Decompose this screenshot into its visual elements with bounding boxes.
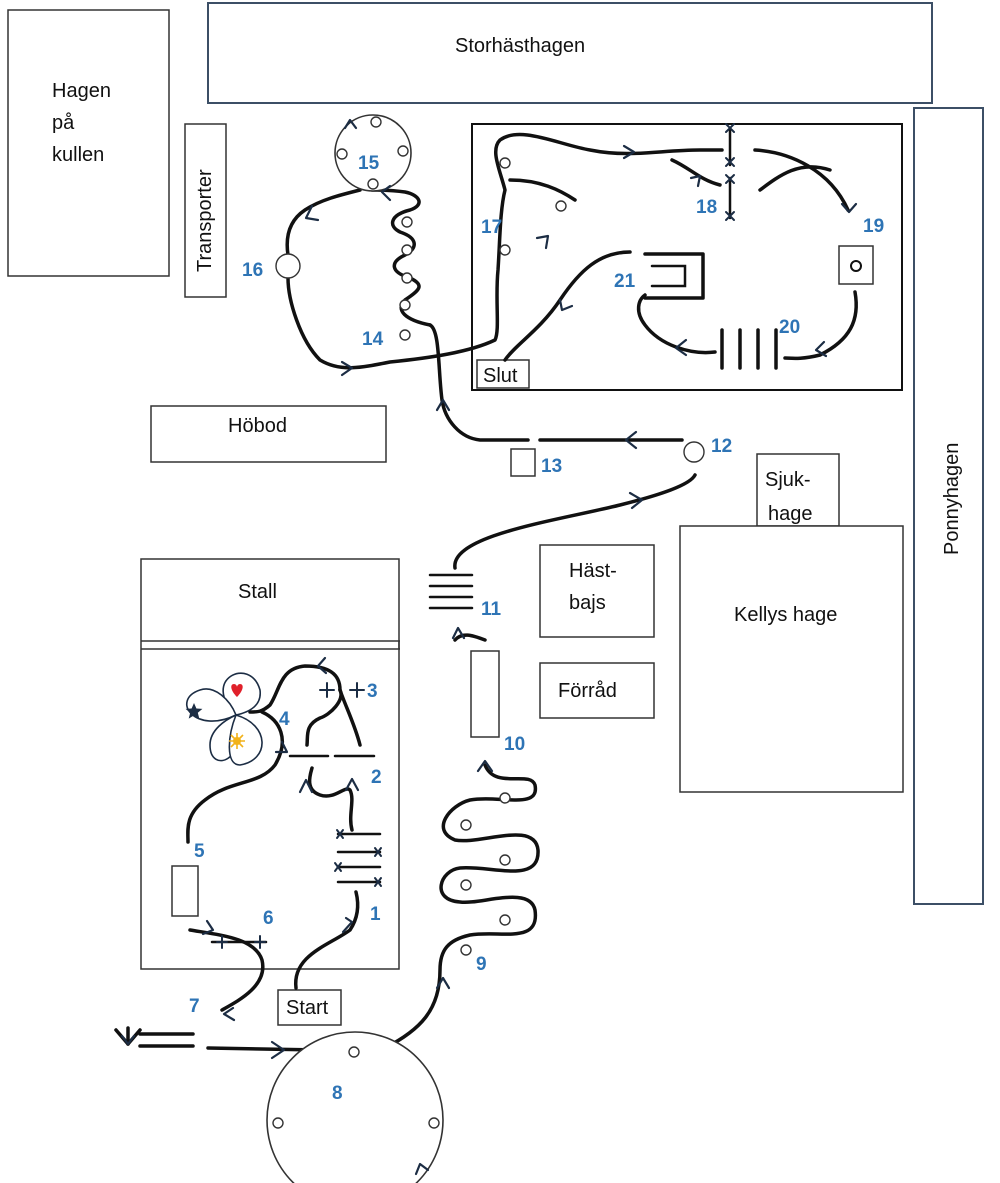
hastbajs: Häst- bajs (539, 544, 655, 638)
station-number: 16 (242, 260, 263, 281)
hagen-pa-kullen: Hagen på kullen (7, 9, 170, 277)
station-number: 12 (711, 436, 732, 457)
obstacle-14-cones (399, 216, 413, 341)
station-number: 11 (481, 599, 502, 620)
station-number: 4 (279, 709, 290, 730)
obstacle-19 (838, 245, 874, 285)
transporter: Transporter (184, 123, 227, 298)
start-label: Start (286, 997, 329, 1019)
station-number: 15 (358, 153, 380, 174)
station-numbers: 1 2 3 4 5 6 7 8 9 10 11 12 13 14 15 16 1… (189, 153, 884, 1104)
station-number: 13 (541, 456, 562, 477)
obstacle-12 (683, 441, 705, 463)
obstacle-9-cones (460, 792, 511, 956)
hobod-label: Höbod (228, 415, 287, 437)
obstacle-13 (510, 448, 536, 477)
hastbajs-label-1: Häst- (569, 560, 617, 582)
hagen-label-2: på (52, 112, 75, 134)
obstacle-21 (643, 252, 705, 300)
kellys-hage: Kellys hage (679, 525, 904, 793)
forrad: Förråd (539, 662, 655, 719)
obstacle-5 (171, 865, 199, 917)
obstacle-15-circle (334, 114, 412, 192)
slut-label: Slut (483, 365, 518, 387)
start-box: Start (277, 989, 342, 1026)
station-number: 10 (504, 734, 525, 755)
station-number: 7 (189, 996, 200, 1017)
obstacle-4-clover (185, 672, 263, 766)
station-number: 8 (332, 1083, 343, 1104)
station-number: 6 (263, 908, 274, 929)
kellys-hage-label: Kellys hage (734, 604, 837, 626)
transporter-label: Transporter (194, 169, 216, 272)
station-number: 17 (481, 217, 502, 238)
slut-box: Slut (476, 359, 530, 389)
station-number: 9 (476, 954, 487, 975)
star-icon (185, 703, 203, 719)
obstacle-10 (470, 650, 500, 738)
heart-icon (231, 684, 243, 697)
direction-arrows (120, 118, 858, 1176)
station-number: 2 (371, 767, 382, 788)
hastbajs-label-2: bajs (569, 592, 606, 614)
obstacle-17-cones (499, 157, 567, 256)
obstacle-3 (319, 682, 365, 698)
station-number: 21 (614, 271, 636, 292)
obstacle-6 (210, 935, 268, 949)
storhasthagen: Storhästhagen (207, 2, 933, 104)
obstacle-11 (428, 573, 474, 610)
obstacle-16 (275, 253, 301, 279)
station-number: 20 (779, 317, 800, 338)
ponnyhagen: Ponnyhagen (913, 107, 984, 905)
station-number: 18 (696, 197, 717, 218)
station-number: 5 (194, 841, 205, 862)
ponnyhagen-label: Ponnyhagen (941, 443, 963, 555)
sjukhage: Sjuk- hage (756, 453, 840, 527)
sjukhage-label-1: Sjuk- (765, 469, 811, 491)
hagen-label-3: kullen (52, 144, 104, 166)
hobod: Höbod (150, 405, 387, 463)
obstacle-8-circle (266, 1031, 444, 1183)
obstacle-18 (725, 123, 735, 221)
stall-label: Stall (238, 581, 277, 603)
station-number: 14 (362, 329, 384, 350)
obstacle-1 (334, 829, 382, 887)
hagen-label-1: Hagen (52, 80, 111, 102)
station-number: 3 (367, 681, 378, 702)
station-number: 19 (863, 216, 884, 237)
obstacle-20 (720, 328, 778, 370)
station-number: 1 (370, 904, 381, 925)
storhasthagen-label: Storhästhagen (455, 35, 585, 57)
sjukhage-label-2: hage (768, 503, 813, 525)
forrad-label: Förråd (558, 680, 617, 702)
